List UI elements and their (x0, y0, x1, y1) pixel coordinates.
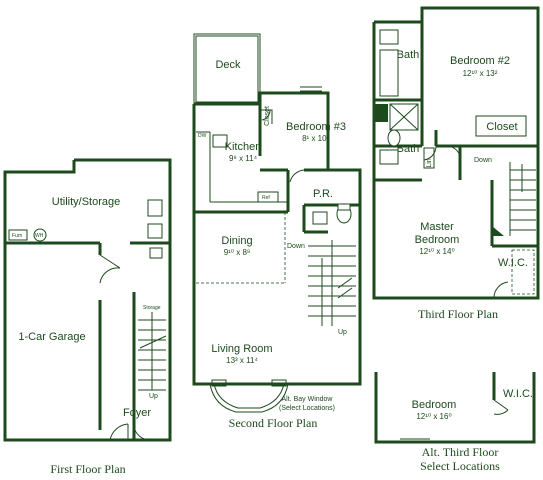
storage-label: Storage (143, 305, 161, 311)
master-wic-label: W.I.C. (498, 257, 528, 269)
second-floor-stairs (308, 240, 356, 326)
alt-third-floor-caption-line2: Select Locations (420, 459, 500, 473)
refrigerator-label: Ref (262, 195, 270, 201)
second-floor-up-label: Up (338, 329, 347, 336)
master-bedroom-dimensions: 12¹⁰ x 14⁰ (419, 247, 454, 256)
bedroom2-dimensions: 12¹⁰ x 13² (463, 69, 498, 78)
third-floor-plan: Bath Bath Bedroom #2 12¹⁰ x 13² Closet L… (372, 6, 540, 321)
first-floor-up-label: Up (149, 393, 158, 400)
powder-room-label: P.R. (313, 188, 333, 200)
furnace-icon (8, 229, 28, 241)
linen-closet-label: Lin (426, 158, 433, 167)
dishwasher-label: DW (198, 133, 207, 139)
living-room-label: Living Room (211, 343, 272, 355)
living-room-dimensions: 13³ x 11⁴ (226, 356, 258, 365)
kitchen-dimensions: 9⁹ x 11⁴ (229, 154, 258, 163)
bedroom3-dimensions: 8¹ x 10⁵ (302, 134, 330, 143)
furnace-label: Furn (12, 233, 23, 239)
master-bedroom-label-line2: Bedroom (415, 234, 460, 246)
garage-label: 1-Car Garage (18, 331, 85, 343)
third-floor-caption: Third Floor Plan (418, 307, 498, 321)
first-floor-caption: First Floor Plan (50, 462, 125, 476)
bedroom2-label: Bedroom #2 (450, 55, 510, 67)
bay-window-note: (Select Locations) (279, 405, 335, 412)
third-floor-bath1-label: Bath (397, 49, 420, 61)
second-floor-caption: Second Floor Plan (229, 416, 318, 430)
foyer-label: Foyer (123, 407, 151, 419)
second-floor-down-label: Down (287, 243, 305, 250)
alt-third-floor-plan: Bedroom 12¹⁰ x 16⁰ W.I.C. Alt. Third Flo… (374, 372, 536, 473)
bay-window-outline (209, 383, 289, 413)
alt-bedroom-label: Bedroom (412, 399, 457, 411)
third-floor-bath2-label: Bath (397, 143, 420, 155)
bay-window-label: Alt. Bay Window (282, 396, 334, 403)
second-floor-plan: Deck Kitchen 9⁹ x 11⁴ Bedroom #3 8¹ x 10… (192, 33, 362, 430)
third-floor-closet-label: Closet (486, 121, 517, 133)
master-bedroom-label-line1: Master (420, 221, 454, 233)
first-floor-stairs (138, 312, 167, 391)
deck-label: Deck (215, 59, 241, 71)
kitchen-label: Kitchen (225, 141, 262, 153)
first-floor-plan: Utility/Storage 1-Car Garage Foyer Furn … (3, 158, 172, 476)
dining-label: Dining (221, 235, 252, 247)
dining-dimensions: 9¹⁰ x 8⁸ (224, 248, 251, 257)
third-floor-down-label: Down (474, 157, 492, 164)
alt-bedroom-dimensions: 12¹⁰ x 16⁰ (416, 412, 451, 421)
utility-storage-label: Utility/Storage (52, 196, 120, 208)
water-heater-label: WH (35, 233, 44, 239)
second-floor-closet-label: Closet (264, 106, 271, 126)
third-floor-stairs (509, 162, 536, 236)
alt-wic-label: W.I.C. (503, 388, 533, 400)
water-heater-icon (33, 228, 47, 242)
bedroom3-label: Bedroom #3 (286, 121, 346, 133)
alt-third-floor-caption-line1: Alt. Third Floor (422, 445, 499, 459)
